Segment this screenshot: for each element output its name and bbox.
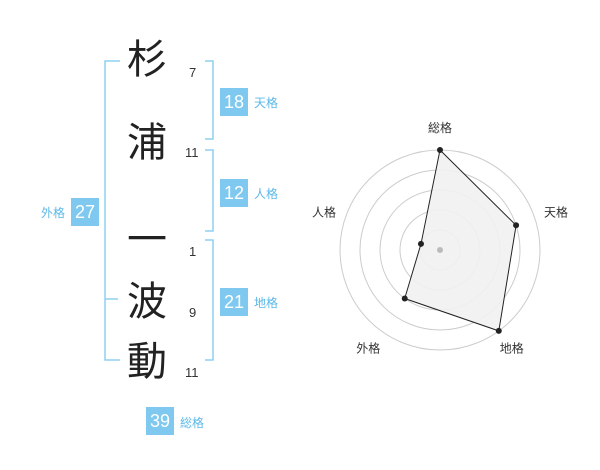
soukaku-value: 39 (146, 407, 174, 435)
jinkaku-value: 12 (220, 179, 248, 207)
soukaku-label: 総格 (180, 416, 205, 430)
tenkaku-bracket (205, 60, 214, 140)
gaikaku-value: 27 (71, 198, 99, 226)
tenkaku-value: 18 (220, 88, 248, 116)
chikaku-bracket (205, 239, 214, 361)
radar-polygon (404, 148, 517, 332)
chikaku-value: 21 (220, 288, 248, 316)
stroke-count-4: 9 (189, 305, 197, 320)
radar-point-4 (401, 295, 408, 302)
radar-point-3 (495, 327, 502, 334)
radar-point-5 (417, 240, 424, 247)
chikaku-label: 地格 (254, 296, 279, 310)
name-char-1: 杉 (127, 37, 167, 83)
name-char-2: 浦 (127, 120, 167, 166)
radar-axis-label-3: 地格 (500, 341, 524, 356)
radar-axis-label-1: 総格 (428, 120, 452, 135)
stroke-count-2: 11 (185, 145, 199, 160)
stroke-count-5: 11 (185, 365, 199, 380)
radar-axis-label-2: 天格 (544, 204, 568, 219)
radar-center-dot (437, 247, 443, 253)
radar-axis-label-4: 外格 (356, 341, 380, 356)
radar-point-1 (437, 147, 443, 153)
name-char-5: 動 (127, 339, 167, 385)
jinkaku-bracket (205, 149, 214, 232)
radar-point-2 (513, 222, 520, 229)
name-char-3: 一 (127, 217, 167, 263)
name-char-4: 波 (127, 279, 167, 325)
stroke-count-1: 7 (189, 65, 197, 80)
stroke-count-3: 1 (189, 244, 197, 259)
jinkaku-label: 人格 (254, 187, 279, 201)
gaikaku-label: 外格 (41, 206, 66, 220)
gaikaku-bracket (104, 60, 120, 361)
radar-axis-label-5: 人格 (312, 204, 336, 219)
tenkaku-label: 天格 (254, 96, 279, 110)
